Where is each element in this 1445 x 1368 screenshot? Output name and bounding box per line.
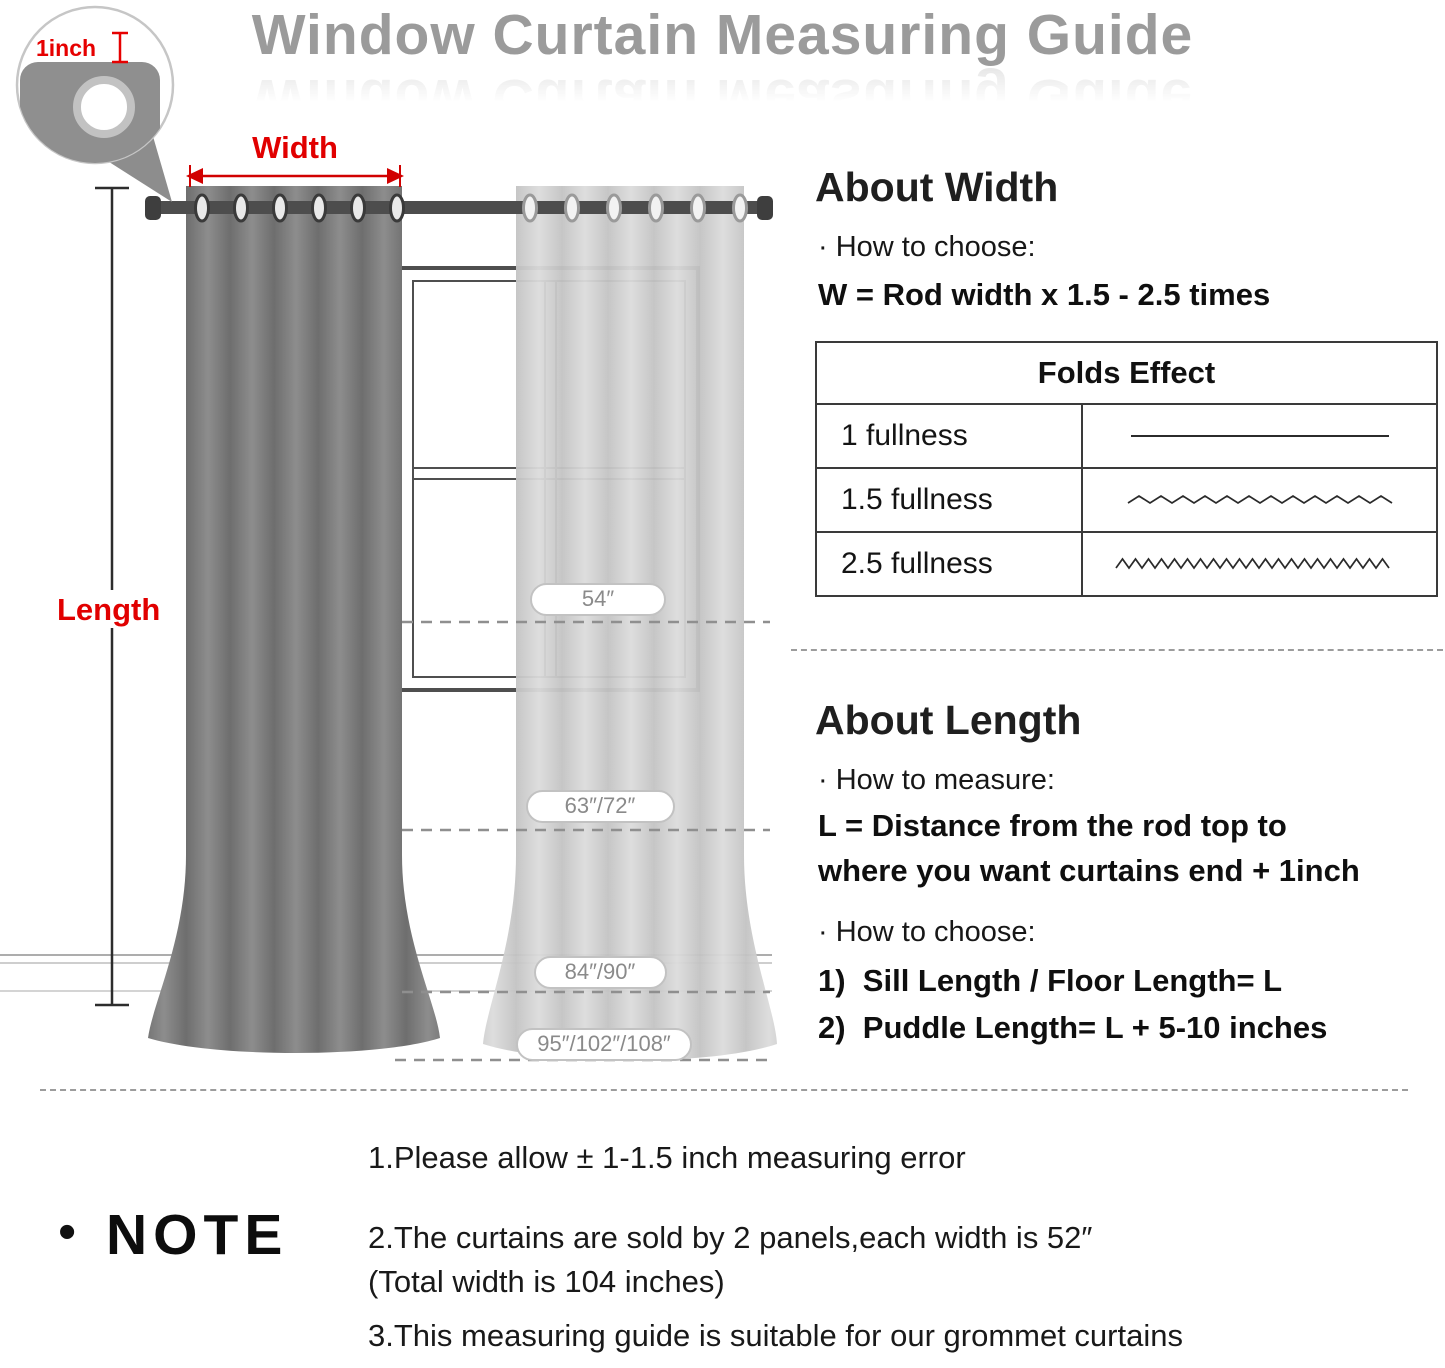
table-row: 2.5 fullness [817,533,1436,595]
fullness-2-5-label: 2.5 fullness [817,533,1083,595]
note-bullet: • [58,1203,77,1261]
note-line-2: 2.The curtains are sold by 2 panels,each… [368,1220,1093,1255]
about-length-heading: About Length [815,697,1082,743]
curtain-diagram: Width Length 1inch [0,5,777,1062]
fullness-1-wave-icon [1083,405,1436,467]
curtain-panel [148,186,440,1053]
length-formula-line1: L = Distance from the rod top to [818,808,1287,843]
page-title: Window Curtain Measuring Guide [251,3,1194,67]
length-option-1: 1) Sill Length / Floor Length= L [818,963,1283,998]
size-label-84-90: 84″/90″ [565,959,636,984]
table-row: 1.5 fullness [817,469,1436,533]
measure-dashed-lines [395,620,770,1062]
fullness-1-5-wave-icon [1083,469,1436,531]
length-how-to-choose: · How to choose: [818,916,1036,948]
callout-pointer [106,126,172,202]
length-formula-line2: where you want curtains end + 1inch [818,853,1360,888]
folds-table-header: Folds Effect [817,343,1436,405]
length-label: Length [57,592,160,627]
about-width-heading: About Width [815,164,1059,210]
bottom-divider-dashed [40,1089,1408,1091]
size-label-63-72: 63″/72″ [565,793,636,818]
width-formula: W = Rod width x 1.5 - 2.5 times [818,277,1271,312]
table-row: 1 fullness [817,405,1436,469]
tape-measure-callout: 1inch [15,5,175,202]
size-pills: 54″ 63″/72″ 84″/90″ 95″/102″/108″ [516,583,692,1061]
section-divider-dashed [791,649,1443,651]
inch-tick-icon [112,31,128,64]
tape-inch-label: 1inch [36,35,96,61]
length-label-backing [52,590,162,628]
length-how-to-measure: · How to measure: [818,764,1055,796]
note-line-1: 1.Please allow ± 1-1.5 inch measuring er… [368,1140,966,1175]
size-label-54: 54″ [582,586,614,611]
note-line-3: (Total width is 104 inches) [368,1264,725,1299]
folds-effect-table: Folds Effect 1 fullness 1.5 fullness 2.5… [815,341,1438,597]
size-label-95-102-108: 95″/102″/108″ [537,1031,671,1056]
tape-measure-icon [20,62,160,163]
fullness-2-5-wave-icon [1083,533,1436,595]
width-label: Width [252,130,338,165]
length-option-2: 2) Puddle Length= L + 5-10 inches [818,1010,1328,1045]
width-arrow [186,165,404,187]
note-label: NOTE [106,1203,289,1267]
grommet-rings [194,193,748,223]
page-title-wrap: Window Curtain Measuring Guide [0,2,1445,68]
note-line-4: 3.This measuring guide is suitable for o… [368,1318,1183,1353]
fullness-1-5-label: 1.5 fullness [817,469,1083,531]
width-how-to-choose: · How to choose: [818,231,1036,263]
fullness-1-label: 1 fullness [817,405,1083,467]
